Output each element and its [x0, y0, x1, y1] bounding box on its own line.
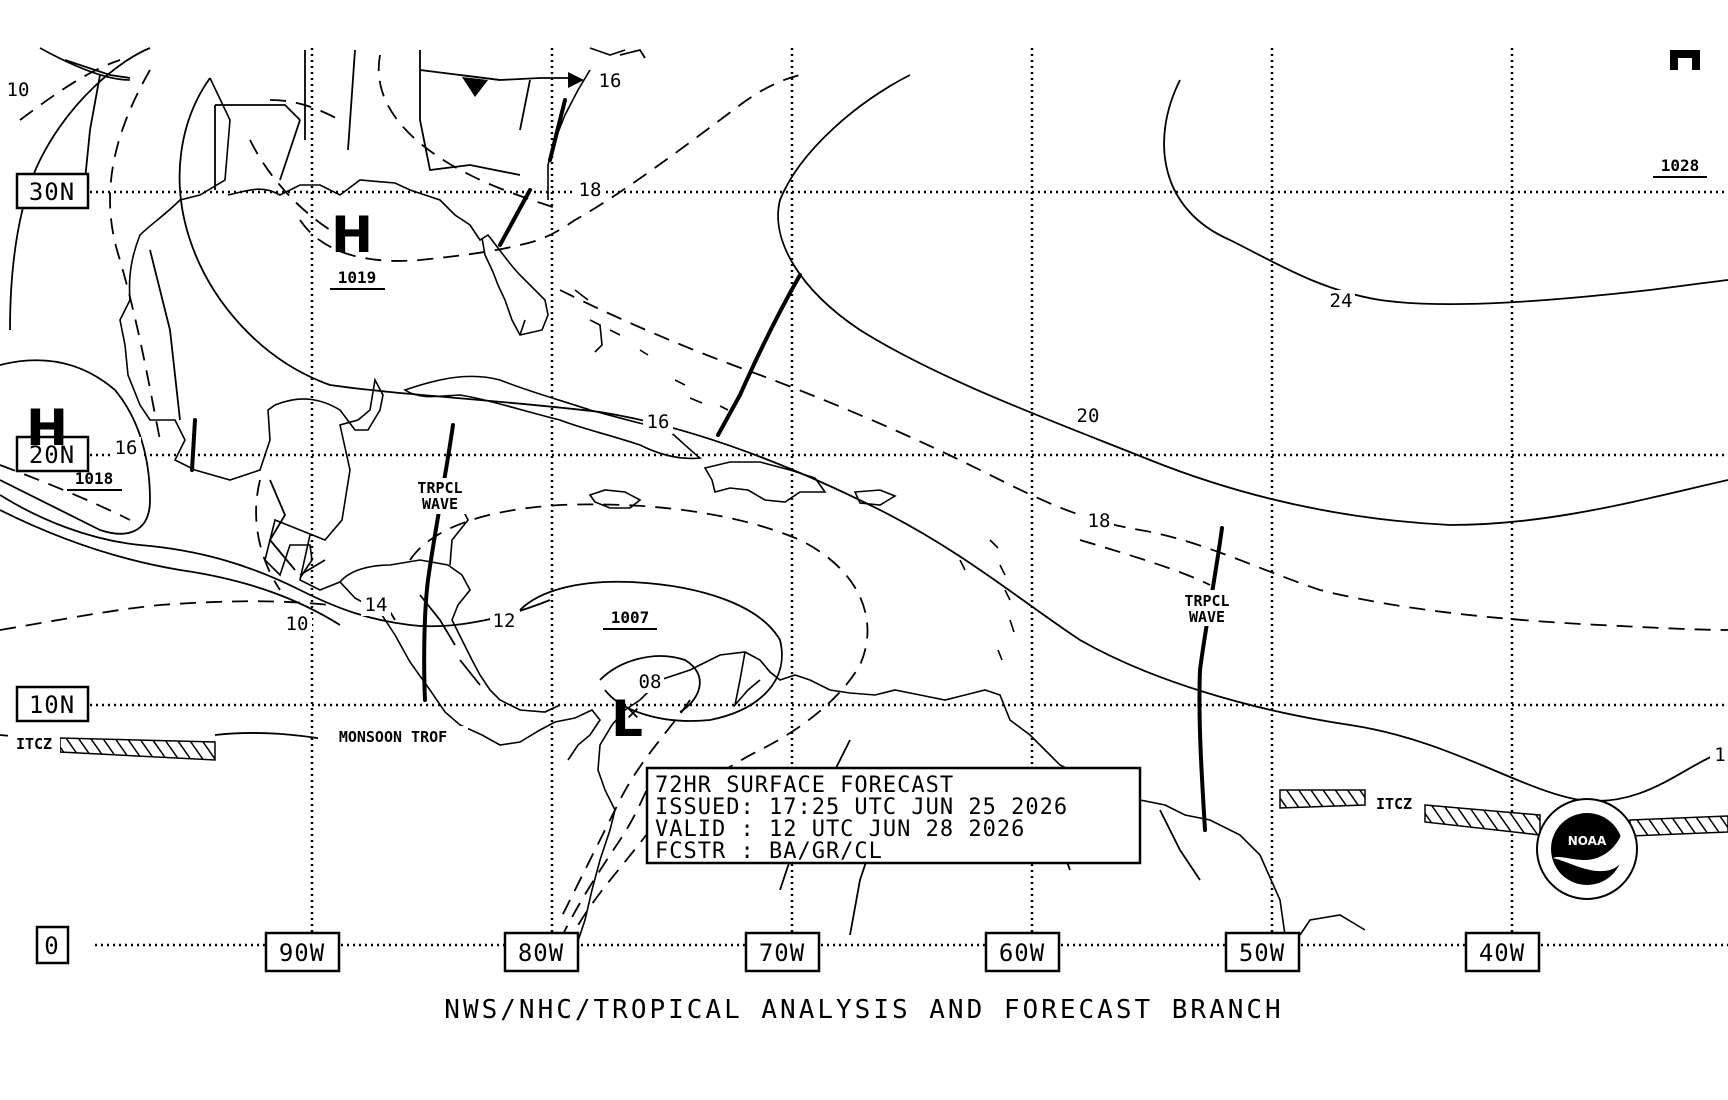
isobar-label: 24 [1330, 290, 1353, 312]
isobar-label: 12 [493, 610, 516, 632]
isobar-label: 14 [365, 594, 388, 616]
front-symbols [459, 48, 646, 97]
lat-label-10n: 10N [29, 691, 75, 719]
high-center-pacific: H [26, 399, 68, 457]
lon-label-70w: 70W [759, 939, 805, 967]
tropical-wave-lines [190, 98, 1224, 832]
high-pressure-1028: 1028 [1661, 156, 1700, 175]
lon-label-40w: 40W [1479, 939, 1525, 967]
low-center-x-mark: × [626, 701, 639, 726]
isobar-label: 20 [1077, 405, 1100, 427]
isobar-label: 10 [7, 79, 30, 101]
lon-label-60w: 60W [999, 939, 1045, 967]
high-pressure-1019: 1019 [338, 268, 377, 287]
low-pressure-1007: 1007 [611, 608, 650, 627]
isobar-label: 16 [599, 70, 622, 92]
isobar-label: 16 [115, 437, 138, 459]
low-center: L [611, 690, 643, 748]
isobar-labels: 10 16 18 24 20 16 18 16 14 10 12 08 1 [4, 68, 1728, 766]
lon-label-50w: 50W [1239, 939, 1285, 967]
footer-credit: NWS/NHC/TROPICAL ANALYSIS AND FORECAST B… [444, 995, 1283, 1025]
tropical-wave-label-west: WAVE [422, 495, 458, 513]
lat-label-0: 0 [44, 932, 59, 960]
forecast-info-box: 72HR SURFACE FORECAST ISSUED: 17:25 UTC … [645, 766, 1142, 865]
lon-label-80w: 80W [518, 939, 564, 967]
isobar-label: 18 [579, 179, 602, 201]
isobar-label: 10 [286, 613, 309, 635]
lon-label-90w: 90W [279, 939, 325, 967]
isobar-label: 1 [1714, 744, 1725, 766]
tropical-wave-label-east: WAVE [1189, 608, 1225, 626]
pressure-centers: H 1019 H 1018 1028 L × 1007 [26, 156, 1707, 748]
isobars-dashed [0, 54, 1728, 941]
info-title: 72HR SURFACE FORECAST [655, 773, 954, 798]
info-issued: ISSUED: 17:25 UTC JUN 25 2026 [655, 795, 1068, 820]
itcz-label-east: ITCZ [1376, 795, 1412, 813]
feature-labels: TRPCL WAVE TRPCL WAVE MONSOON TROF ITCZ … [8, 478, 1420, 814]
info-valid: VALID : 12 UTC JUN 28 2026 [655, 817, 1025, 842]
corner-marker [1670, 50, 1700, 70]
noaa-logo-text: NOAA [1568, 834, 1607, 848]
isobar-label: 18 [1088, 510, 1111, 532]
tropical-wave-label-east: TRPCL [1184, 592, 1229, 610]
tropical-wave-label-west: TRPCL [417, 479, 462, 497]
longitude-labels: 90W 80W 70W 60W 50W 40W [264, 931, 1541, 973]
info-forecaster: FCSTR : BA/GR/CL [655, 839, 883, 864]
isobars-solid [0, 47, 1728, 802]
high-center-gulf: H [331, 206, 373, 264]
lat-label-20n: 20N [29, 441, 75, 469]
isobar-label: 08 [639, 671, 662, 693]
monsoon-trough-label: MONSOON TROF [339, 728, 447, 746]
high-pressure-1018: 1018 [75, 469, 114, 488]
latitude-labels: 30N 20N 10N 0 [15, 172, 90, 965]
noaa-logo: NOAA [1536, 798, 1638, 900]
itcz-label-west: ITCZ [16, 735, 52, 753]
isobar-label: 16 [647, 411, 670, 433]
lat-label-30n: 30N [29, 178, 75, 206]
